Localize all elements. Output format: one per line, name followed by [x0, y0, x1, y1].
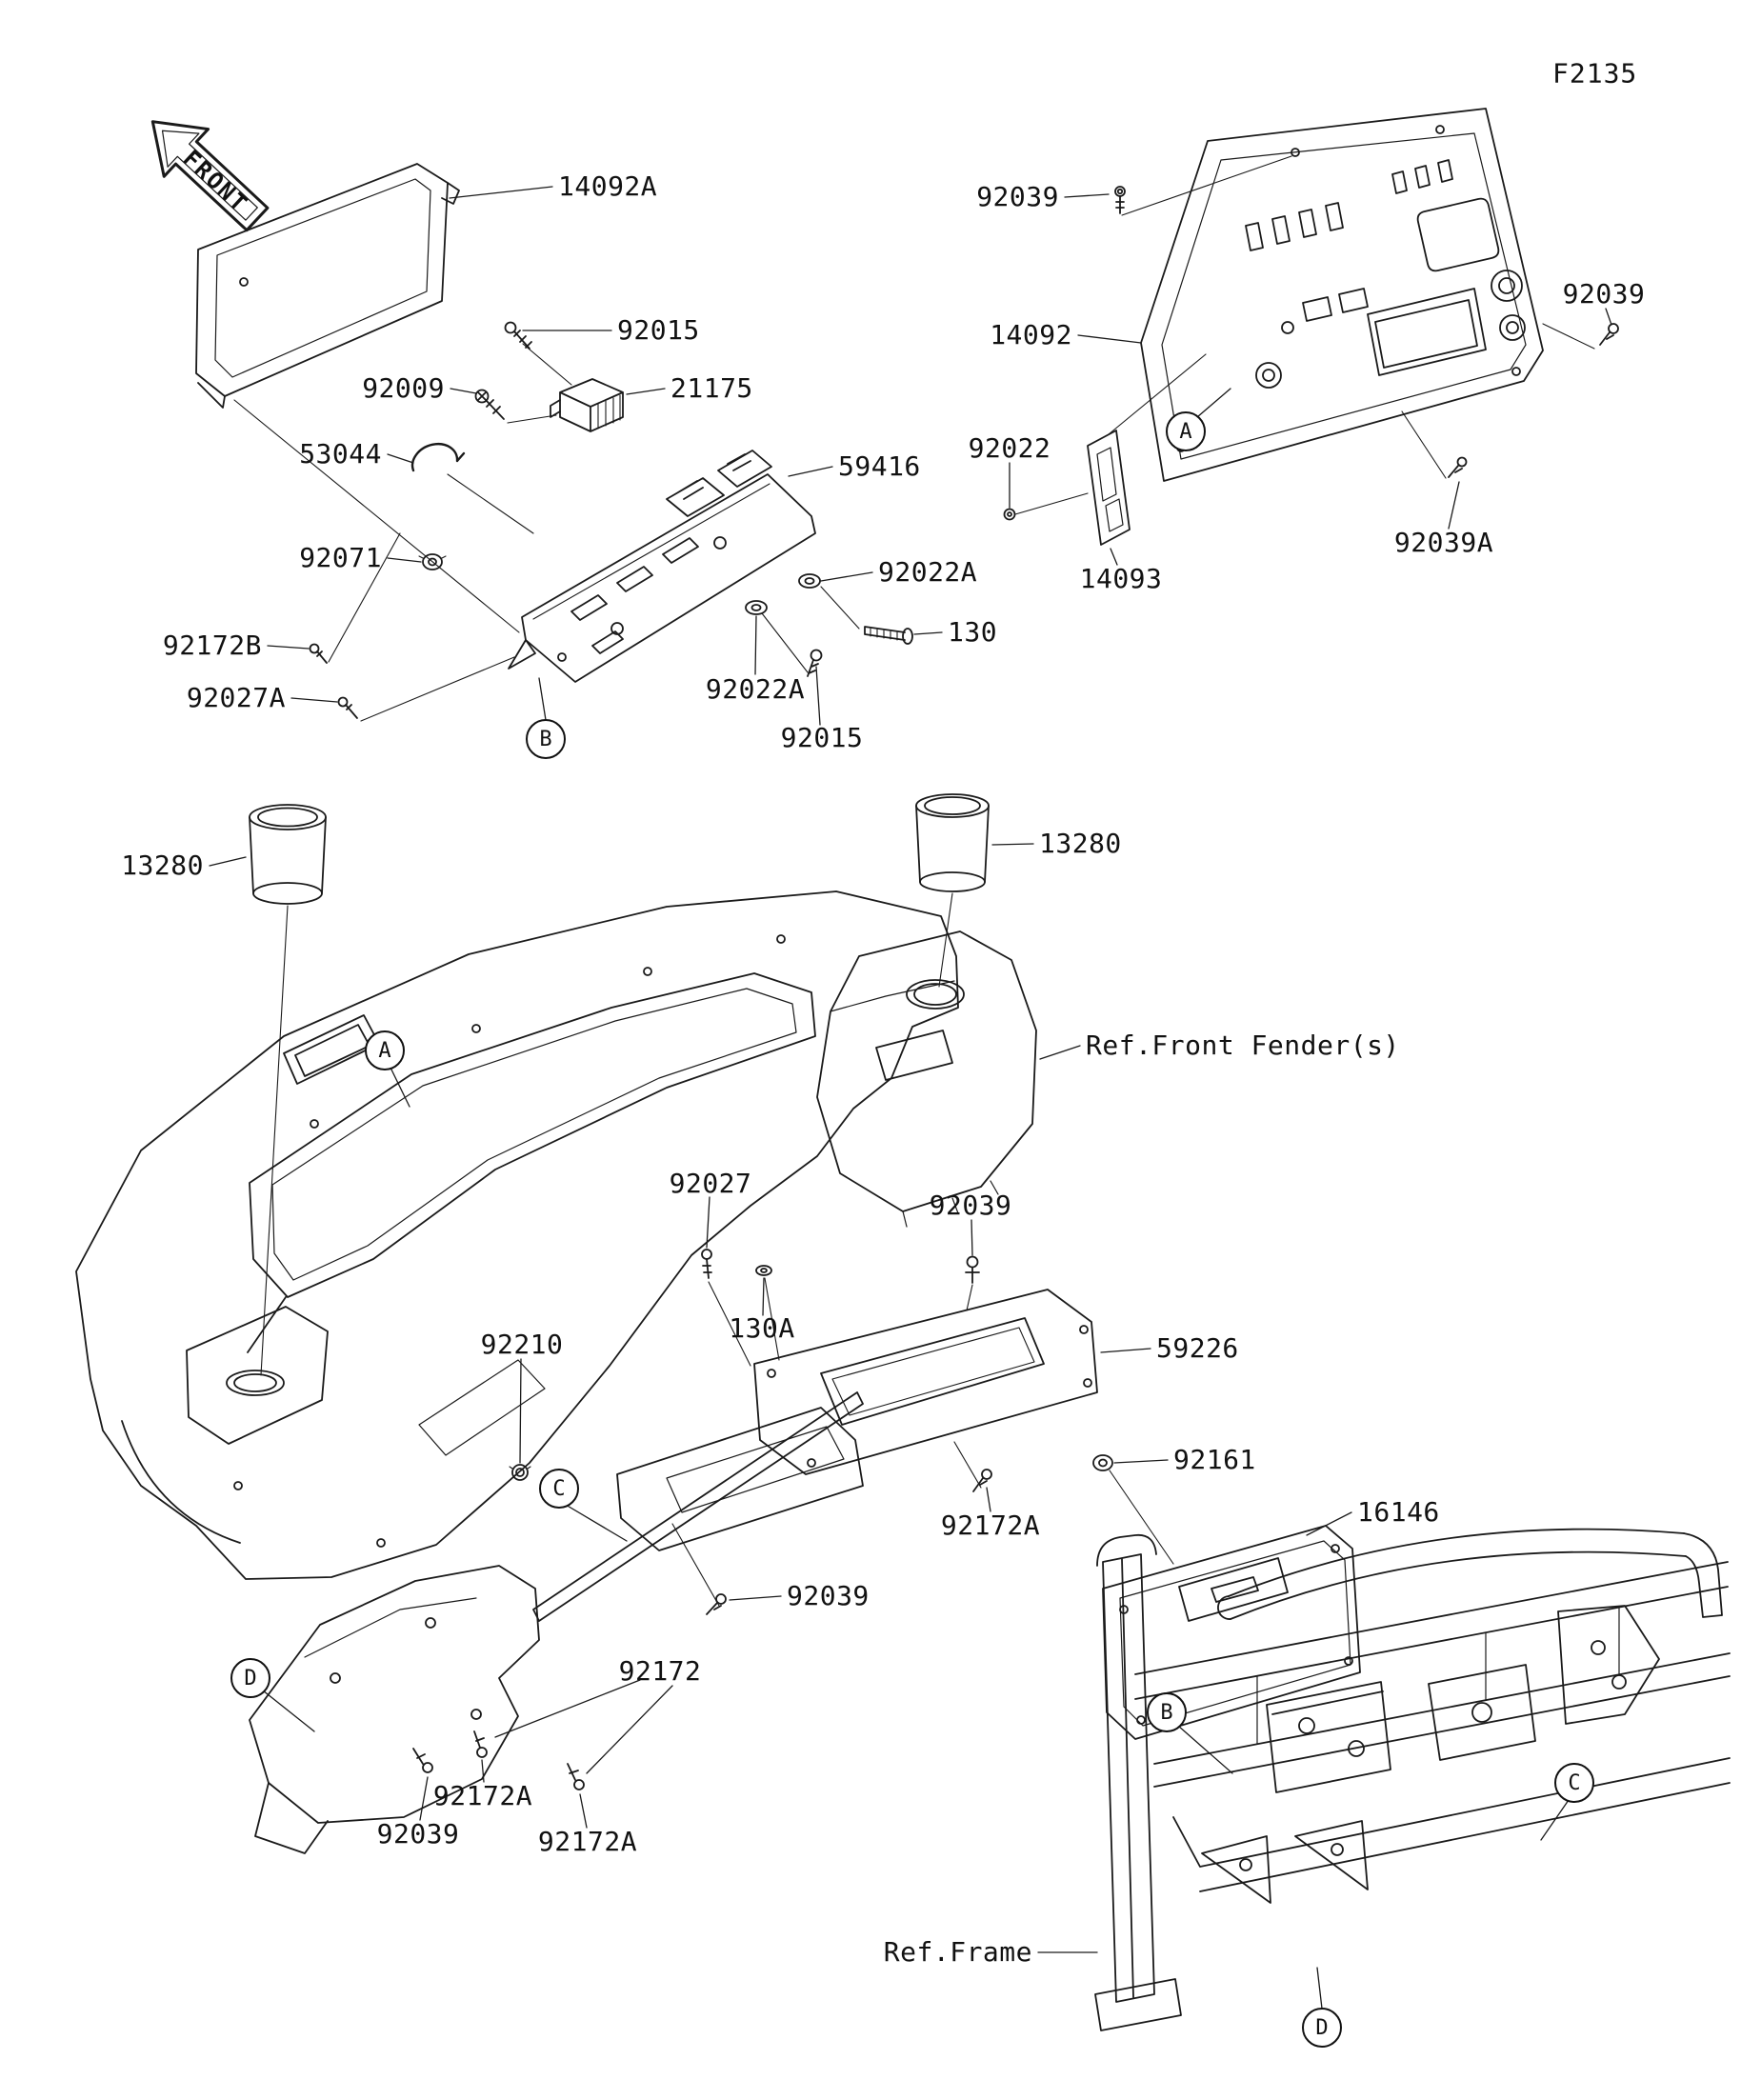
- part-label-92172: 92172: [618, 1655, 702, 1687]
- nut-92210-icon: [509, 1464, 531, 1481]
- part-label-14093: 14093: [1079, 563, 1163, 594]
- callout-circle-B: B: [1147, 1692, 1187, 1732]
- part-label-92015: 92015: [780, 722, 864, 753]
- screw-92172a-left-icon: [473, 1730, 488, 1758]
- washer-92022-icon: [1003, 508, 1016, 521]
- strut-rod: [532, 1391, 864, 1622]
- part-label-92039: 92039: [787, 1580, 870, 1611]
- grommet-92071-icon: [418, 553, 447, 570]
- part-label-92172A: 92172A: [432, 1780, 533, 1811]
- part-label-92015: 92015: [617, 314, 700, 346]
- callout-circle-C: C: [539, 1469, 579, 1509]
- screw-92009-icon: [474, 389, 505, 420]
- callout-circle-A: A: [365, 1030, 405, 1070]
- screw-92015-lower-icon: [807, 649, 823, 677]
- bolt-130-icon: [864, 626, 913, 645]
- part-label-92039A: 92039A: [1393, 527, 1494, 558]
- page-code: F2135: [1552, 57, 1638, 90]
- callout-circle-D: D: [1302, 2008, 1342, 2048]
- callout-circle-B: B: [526, 719, 566, 759]
- grommet-92161-icon: [1092, 1454, 1113, 1471]
- callout-circle-A: A: [1166, 411, 1206, 451]
- part-label-92027A: 92027A: [186, 682, 286, 713]
- part-label-130A: 130A: [729, 1312, 795, 1344]
- clamp-53044-icon: [410, 442, 466, 472]
- plate-14093-icon: [1087, 430, 1131, 546]
- lower-cover-panel: [249, 1565, 540, 1854]
- screw-92172a-bottom-icon: [567, 1763, 585, 1790]
- clip-92039-mid-icon: [965, 1255, 980, 1284]
- cup-13280-right-icon: [915, 793, 990, 892]
- part-label-92039: 92039: [1562, 278, 1646, 310]
- console-panel-59226: [616, 1289, 1098, 1551]
- front-arrow-label: FRONT: [178, 145, 253, 218]
- part-label-130: 130: [948, 616, 998, 648]
- part-label-53044: 53044: [299, 438, 382, 470]
- assembly-lines: [233, 155, 1595, 1607]
- part-label-21175: 21175: [670, 372, 753, 404]
- part-label-92027: 92027: [669, 1168, 752, 1199]
- screw-92172a-console-icon: [972, 1469, 992, 1492]
- screw-92039-lower-left-icon: [706, 1593, 727, 1615]
- part-label-14092: 14092: [990, 319, 1072, 350]
- part-label-92071: 92071: [299, 542, 382, 573]
- screw-92027-icon: [701, 1249, 712, 1279]
- cup-13280-left-icon: [249, 804, 327, 905]
- part-label-92022A: 92022A: [878, 556, 978, 588]
- bracket-plate-59416: [508, 450, 816, 683]
- screw-92172b-icon: [309, 643, 328, 664]
- part-label-92172A: 92172A: [940, 1510, 1041, 1541]
- part-label-92039: 92039: [976, 181, 1059, 212]
- part-label-92039: 92039: [929, 1190, 1012, 1221]
- screw-92039-bottom-icon: [412, 1748, 433, 1773]
- frame-assembly: [1094, 1533, 1731, 2031]
- part-label-16146: 16146: [1357, 1496, 1440, 1528]
- front-fender-hood: [75, 890, 959, 1580]
- part-label-92039: 92039: [376, 1818, 460, 1850]
- part-label-13280: 13280: [121, 850, 204, 881]
- part-label-13280: 13280: [1039, 828, 1122, 859]
- front-arrow-icon: FRONT: [150, 120, 270, 232]
- callout-circle-D: D: [230, 1658, 270, 1698]
- part-label-92022A: 92022A: [705, 673, 806, 705]
- part-label-14092A: 14092A: [558, 170, 658, 202]
- grab-bar: [1217, 1528, 1723, 1620]
- controller-21175-icon: [550, 378, 624, 432]
- screw-92015-top-icon: [504, 321, 532, 350]
- part-label-92172B: 92172B: [162, 630, 262, 661]
- part-label-Ref-Frame: Ref.Frame: [883, 1936, 1032, 1968]
- part-label-92161: 92161: [1173, 1444, 1256, 1475]
- screw-92039-top-icon: [1114, 186, 1126, 214]
- part-label-59226: 59226: [1156, 1332, 1239, 1364]
- part-label-92210: 92210: [480, 1329, 564, 1360]
- screw-92039-right-icon: [1599, 323, 1619, 346]
- part-label-92022: 92022: [968, 432, 1051, 464]
- leader-lines: [209, 186, 1612, 2010]
- part-label-92009: 92009: [362, 372, 445, 404]
- front-fender-right-piece: [816, 930, 1037, 1228]
- part-label-92172A: 92172A: [537, 1826, 638, 1857]
- part-label-59416: 59416: [838, 450, 921, 482]
- washer-130a-icon: [755, 1265, 772, 1276]
- screw-92027a-icon: [337, 696, 358, 719]
- part-label-Ref-Front-Fender-s-: Ref.Front Fender(s): [1086, 1030, 1400, 1061]
- screw-92039a-icon: [1448, 456, 1468, 478]
- washer-92022a-upper-icon: [798, 573, 821, 589]
- washer-92022a-lower-icon: [745, 600, 768, 615]
- callout-circle-C: C: [1554, 1763, 1594, 1803]
